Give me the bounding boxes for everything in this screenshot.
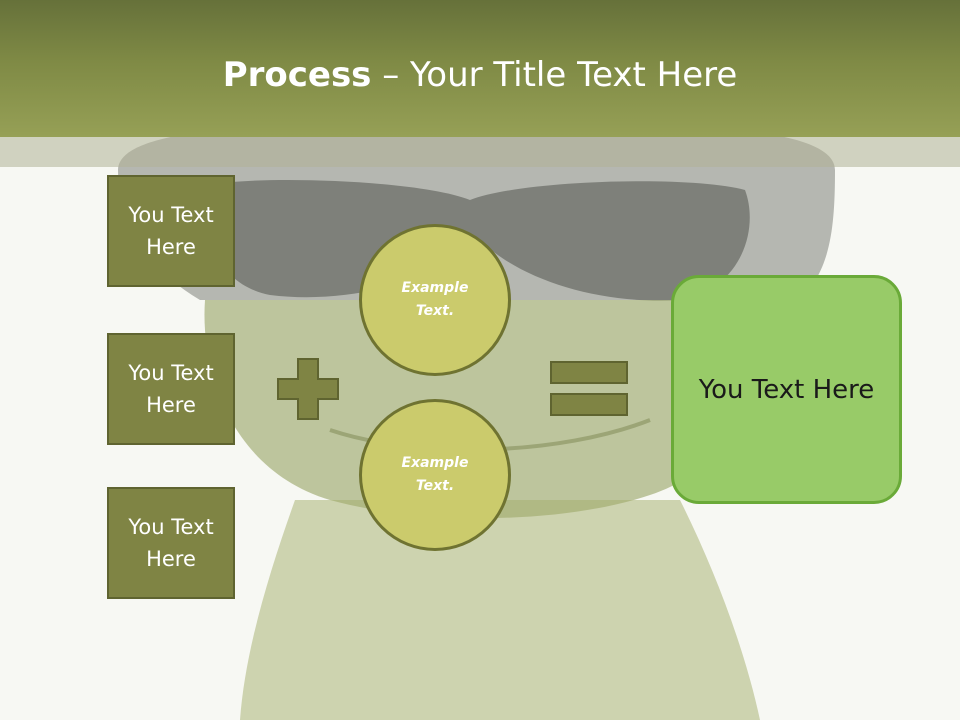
example-circle-2[interactable]: Example Text.	[359, 399, 511, 551]
example-circle-label: Example Text.	[401, 280, 469, 319]
example-circle-label: Example Text.	[401, 455, 469, 494]
title-bar	[0, 0, 960, 137]
left-text-box-2[interactable]: You Text Here	[107, 333, 235, 445]
page-title-bold: Process	[222, 55, 372, 95]
result-text-box[interactable]: You Text Here	[671, 275, 902, 504]
equals-icon	[550, 361, 628, 416]
left-text-box-label: You Text Here	[128, 203, 214, 259]
left-text-box-label: You Text Here	[128, 361, 214, 417]
result-text-label: You Text Here	[698, 374, 875, 405]
plus-icon	[277, 358, 339, 420]
example-circle-1[interactable]: Example Text.	[359, 224, 511, 376]
page-title: Process – Your Title Text Here	[0, 50, 960, 100]
page-title-rest: – Your Title Text Here	[371, 55, 738, 95]
left-text-box-label: You Text Here	[128, 515, 214, 571]
left-text-box-3[interactable]: You Text Here	[107, 487, 235, 599]
left-text-box-1[interactable]: You Text Here	[107, 175, 235, 287]
title-bar-shadow-band	[0, 137, 960, 167]
